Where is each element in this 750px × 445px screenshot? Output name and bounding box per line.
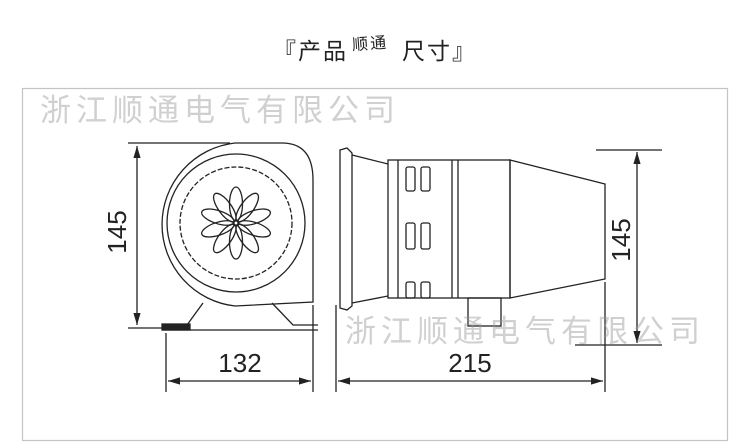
left-foot-leg [186,302,204,326]
rotor-petal [212,192,237,223]
housing-outline [161,142,314,307]
right-foot-leg [271,302,318,326]
vent-slot [420,222,431,250]
front-view [128,142,318,392]
vent-slot [420,281,431,299]
side-height-label: 145 [606,218,636,261]
front-cone [509,159,606,299]
side-view [335,147,662,392]
vent-slot [405,281,416,299]
grille-outer-ring [166,153,306,293]
terminal-box [467,297,502,327]
horn-cone-bottom [351,295,389,304]
side-length-label: 215 [448,348,491,378]
grille-inner-ring [179,166,293,280]
vent-slot [420,166,431,192]
horn-cone-top [351,154,389,165]
vent-slot [405,166,416,192]
vent-slot [405,222,416,250]
page-title: 『产品 顺通 尺寸』 [0,26,750,66]
drawing-frame [21,87,729,442]
frame-group [21,87,729,442]
title-suffix: 尺寸』 [402,39,477,65]
front-width-label: 132 [218,348,261,378]
left-foot-pad [161,323,191,331]
rotor-flower [200,186,272,260]
title-prefix: 『产品 [272,39,348,65]
horn-flange [339,147,353,311]
front-height-label: 145 [102,210,132,253]
dimension-labels: 145 132 215 145 [102,210,636,378]
rotor-hub [232,219,240,227]
